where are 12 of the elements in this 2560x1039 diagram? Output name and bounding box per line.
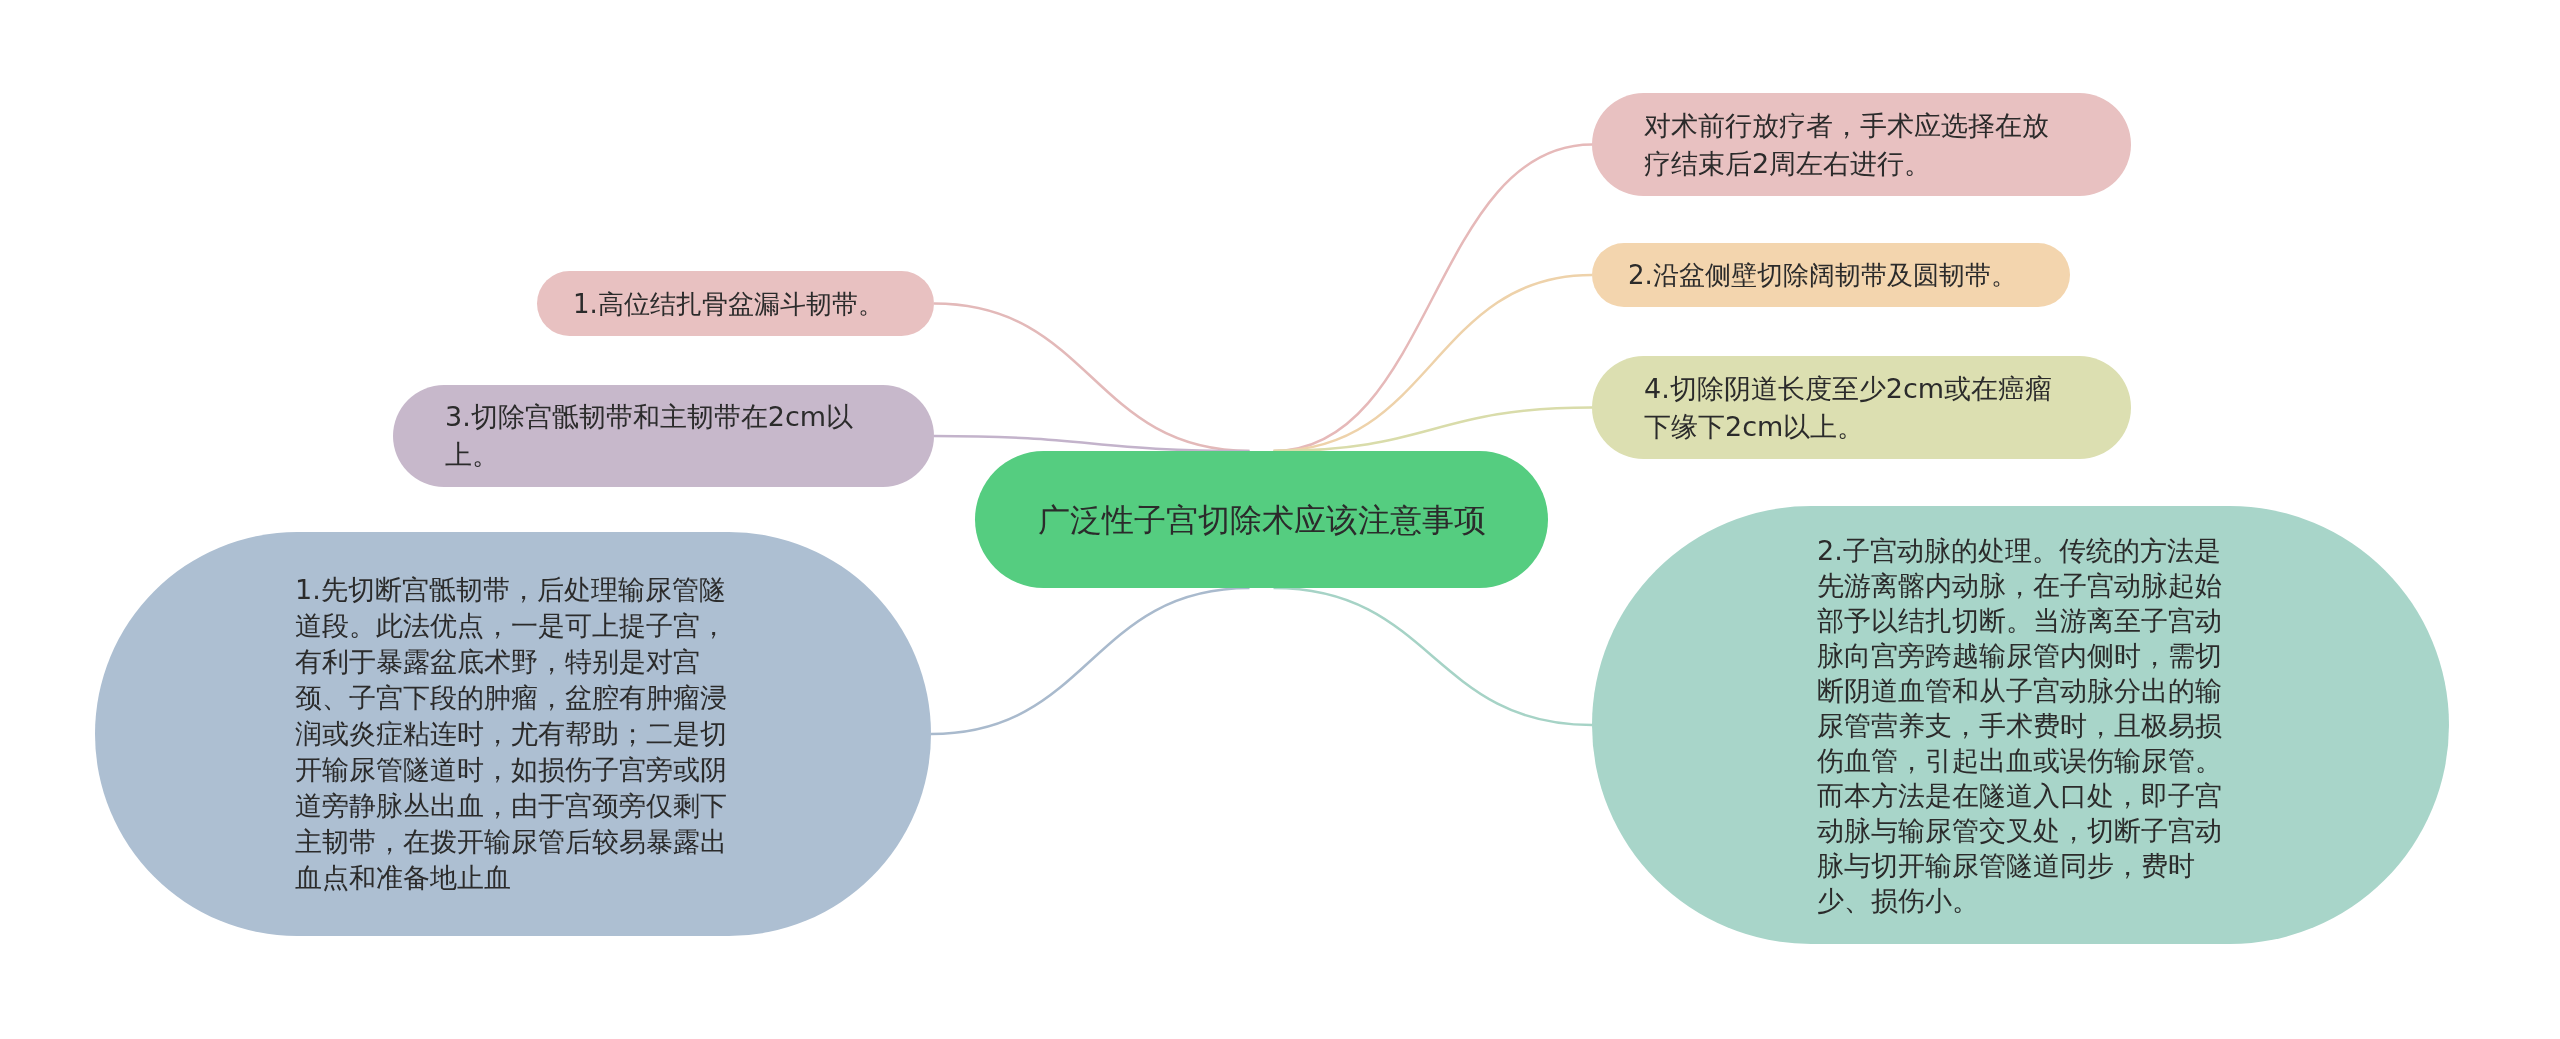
branch-text: 3.切除宫骶韧带和主韧带在2cm以上。 — [445, 400, 855, 472]
branch-text: 2.沿盆侧壁切除阔韧带及圆韧带。 — [1628, 259, 2018, 292]
branch-text: 2.子宫动脉的处理。传统的方法是先游离髂内动脉，在子宫动脉起始部予以结扎切断。当游离至子宫动脉向宫旁跨越输尿管内侧时，需切断阴道血管和从子宫动脉分出的输尿管营养支，手术费时，且极易损伤血管，引起出血或误伤输尿管。而本方法是在隧道入口处，即子宫动脉与输尿管交叉处，切断子宫动脉与切开输尿管隧道同步，费时少、损伤小。 — [1817, 533, 2223, 918]
branch-text: 1.先切断宫骶韧带，后处理输尿管隧道段。此法优点，一是可上提子宫，有利于暴露盆底术野，特别是对宫颈、子宫下段的肿瘤，盆腔有肿瘤浸润或炎症粘连时，尤有帮助；二是切开输尿管隧道时，如损伤子宫旁或阴道旁静脉丛出血，由于宫颈旁仅剩下主韧带，在拨开输尿管后较易暴露出血点和准备地止血 — [295, 573, 728, 895]
connector-line — [1273, 586, 1593, 727]
branch-text: 对术前行放疗者，手术应选择在放疗结束后2周左右进行。 — [1644, 108, 2050, 181]
branch-text: 4.切除阴道长度至少2cm或在癌瘤下缘下2cm以上。 — [1644, 371, 2054, 444]
branch-text: 1.高位结扎骨盆漏斗韧带。 — [573, 287, 885, 321]
topic-title: 广泛性子宫切除术应该注意事项 — [1036, 499, 1487, 541]
connector-line — [1273, 406, 1593, 453]
connector-line — [934, 434, 1250, 453]
connector-line — [930, 586, 1250, 736]
